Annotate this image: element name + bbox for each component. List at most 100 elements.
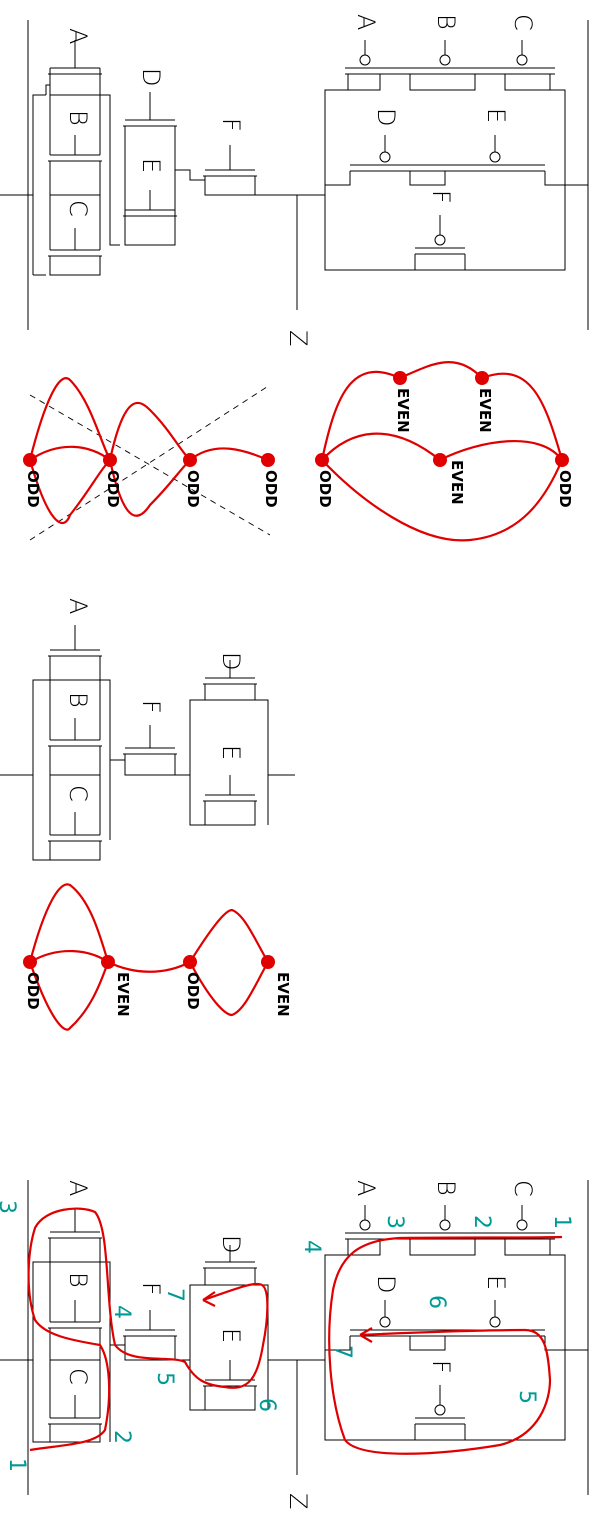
wire (409, 171, 446, 186)
graph-1-crossed: ODD ODD ODD ODD (23, 377, 280, 541)
euler-edge (189, 447, 269, 462)
order-number: 6 (424, 1295, 449, 1309)
gate-label-b: B (64, 1272, 92, 1288)
top-pmos-labels: A B C D E F (352, 14, 537, 204)
gate-label-f: F (427, 1360, 455, 1374)
gate-label-c: C (64, 785, 92, 802)
order-number: 3 (0, 1200, 19, 1214)
pmos-a-bubble (359, 54, 371, 66)
gate-label-f: F (217, 118, 245, 132)
wire (49, 746, 101, 776)
wire (347, 74, 381, 91)
wire (550, 89, 566, 185)
wire (409, 1239, 476, 1256)
order-numbers: 1 2 3 4 5 6 7 1 2 3 4 5 6 7 (0, 1200, 574, 1472)
wire (100, 679, 111, 840)
top-pmos-network (324, 20, 589, 330)
euler-edge (108, 459, 191, 517)
node-label: ODD (24, 470, 42, 508)
gate-label-e: E (482, 108, 510, 123)
order-number: 7 (162, 1288, 187, 1302)
node-label: ODD (184, 972, 202, 1010)
graph-3: ODD EVEN ODD EVEN (23, 883, 292, 1031)
order-number: 7 (330, 1345, 355, 1359)
wire (124, 126, 176, 246)
wire (204, 176, 256, 196)
wire (347, 1239, 381, 1256)
node-label: ODD (556, 470, 574, 508)
gate-label-c: C (509, 14, 537, 31)
cross-line (29, 384, 271, 541)
wire (325, 1336, 351, 1351)
euler-edge (189, 961, 269, 1017)
graph-node (183, 955, 197, 969)
node-label: ODD (184, 470, 202, 508)
node-label: EVEN (114, 972, 132, 1017)
node-label: EVEN (394, 388, 412, 433)
gate-label-b: B (432, 14, 460, 30)
wire (124, 1336, 176, 1361)
gate-label-e: E (482, 1275, 510, 1290)
wire (324, 184, 588, 271)
pmos-c-bubble (516, 1219, 528, 1231)
gate-label-a: A (64, 1180, 92, 1196)
node-label: ODD (316, 470, 334, 508)
wire (550, 1254, 566, 1350)
order-number: 4 (109, 1305, 134, 1319)
bottom-pmos-network (324, 1180, 589, 1495)
pmos-d-bubble (379, 1316, 391, 1328)
order-number: 3 (382, 1215, 407, 1229)
wire (49, 161, 101, 196)
gate-label-e: E (137, 158, 165, 173)
pmos-path-arrowhead (359, 1327, 373, 1343)
gate-label-c: C (64, 200, 92, 217)
middle-nmos-network (0, 625, 295, 861)
order-number: 1 (549, 1215, 574, 1229)
order-number: 2 (109, 1430, 134, 1444)
middle-labels: A B C F D E (64, 598, 245, 802)
wire (204, 1386, 256, 1411)
wire (175, 1284, 269, 1410)
bottom-nmos-labels: A B C F D E Z (64, 1180, 312, 1509)
wire (32, 775, 50, 861)
bottom-euler-paths (27, 1207, 563, 1455)
order-number: 5 (152, 1372, 177, 1386)
gate-label-a: A (352, 1180, 380, 1196)
top-nmos-network (0, 20, 325, 330)
euler-edge (29, 950, 109, 963)
pmos-f-bubble (434, 1404, 446, 1416)
wire (32, 1360, 50, 1443)
graph-node (393, 371, 407, 385)
euler-edge (28, 377, 111, 461)
graph-node (475, 371, 489, 385)
gate-label-d: D (217, 652, 245, 670)
wire (544, 171, 565, 186)
wire (409, 74, 476, 91)
gate-label-f: F (427, 190, 455, 204)
wire (189, 775, 205, 826)
wire (100, 94, 120, 246)
wire (49, 841, 101, 861)
wire (124, 754, 176, 776)
wire (504, 74, 551, 91)
wire (189, 699, 269, 825)
pmos-euler-path (328, 1235, 563, 1455)
wire (49, 256, 101, 276)
gate-label-d: D (217, 1235, 245, 1253)
bottom-pmos-labels: A B C D E F (352, 1180, 537, 1374)
gate-label-c: C (64, 1368, 92, 1385)
order-number: 4 (299, 1240, 324, 1254)
gate-label-a: A (352, 14, 380, 30)
gate-label-b: B (432, 1180, 460, 1196)
wire (49, 656, 101, 681)
nmos-euler-path (27, 1207, 269, 1452)
node-label: EVEN (448, 460, 466, 505)
node-label: EVEN (476, 388, 494, 433)
order-number: 5 (514, 1390, 539, 1404)
euler-edge (321, 459, 564, 542)
pmos-b-bubble (439, 54, 451, 66)
node-label: ODD (104, 470, 122, 508)
euler-edge (28, 961, 110, 1031)
wire (28, 679, 50, 776)
